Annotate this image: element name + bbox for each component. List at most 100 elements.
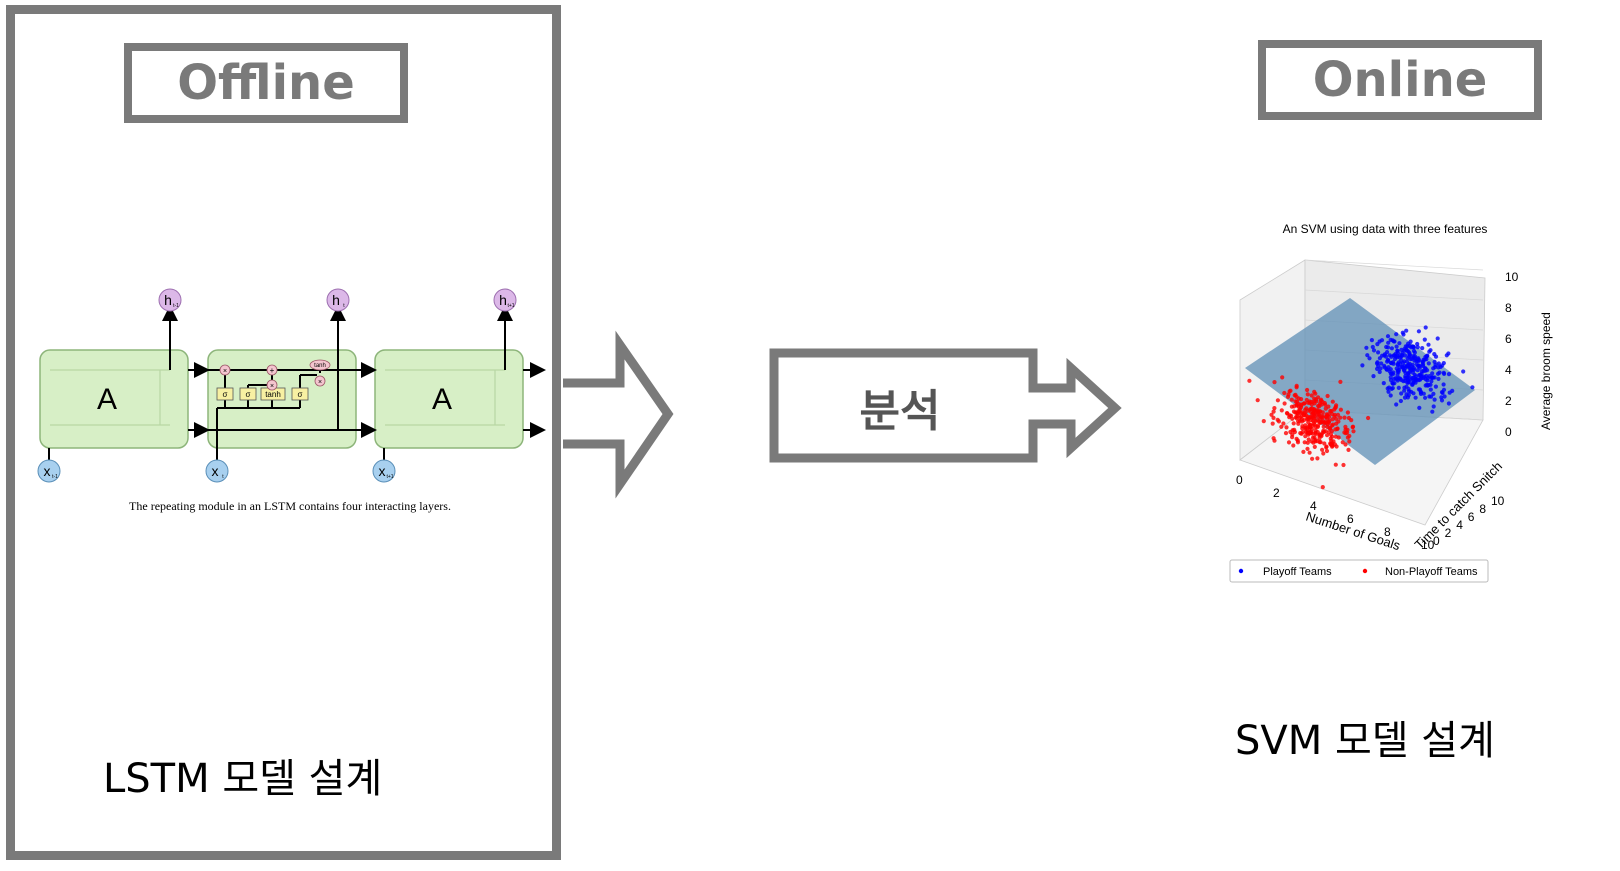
playoff-point xyxy=(1382,365,1387,370)
non-playoff-point xyxy=(1290,435,1295,440)
playoff-point xyxy=(1430,409,1435,414)
non-playoff-point xyxy=(1255,398,1260,403)
non-playoff-point xyxy=(1271,409,1276,414)
legend-box xyxy=(1229,559,1489,583)
playoff-point xyxy=(1400,360,1406,365)
non-playoff-point xyxy=(1291,443,1296,448)
playoff-point xyxy=(1383,354,1389,359)
playoff-point xyxy=(1417,372,1422,377)
non-playoff-point xyxy=(1342,415,1347,420)
non-playoff-point xyxy=(1313,439,1318,444)
gate-output-label: σ xyxy=(298,390,303,399)
non-playoff-point xyxy=(1282,390,1287,396)
non-playoff-point xyxy=(1343,442,1348,447)
playoff-point xyxy=(1439,398,1445,403)
playoff-point xyxy=(1431,391,1436,396)
lstm-diagram: A A xyxy=(37,288,546,513)
non-playoff-point xyxy=(1306,432,1311,437)
playoff-point xyxy=(1364,345,1369,350)
playoff-point xyxy=(1413,377,1418,382)
playoff-point xyxy=(1399,391,1404,396)
non-playoff-point xyxy=(1307,415,1312,420)
playoff-point xyxy=(1461,369,1466,374)
playoff-point xyxy=(1375,360,1380,365)
playoff-point xyxy=(1416,387,1421,392)
playoff-point xyxy=(1426,342,1431,347)
non-playoff-point xyxy=(1318,440,1323,445)
non-playoff-point xyxy=(1332,442,1337,447)
playoff-point xyxy=(1405,377,1410,382)
playoff-point xyxy=(1407,350,1412,355)
playoff-point xyxy=(1404,363,1409,369)
playoff-point xyxy=(1470,385,1475,390)
analysis-arrow-box xyxy=(769,348,1122,463)
non-playoff-point xyxy=(1320,410,1325,415)
non-playoff-point xyxy=(1323,429,1328,434)
non-playoff-point xyxy=(1293,399,1298,404)
playoff-point xyxy=(1404,328,1409,333)
non-playoff-point xyxy=(1315,409,1320,414)
non-playoff-point xyxy=(1350,425,1355,430)
playoff-point xyxy=(1376,350,1381,355)
non-playoff-point xyxy=(1315,456,1320,461)
playoff-point xyxy=(1398,398,1403,404)
online-header: Online xyxy=(1258,40,1542,120)
non-playoff-point xyxy=(1320,485,1325,490)
svg-text:x: x xyxy=(44,463,51,479)
playoff-point xyxy=(1378,366,1383,371)
playoff-point xyxy=(1439,390,1445,395)
y-tick-label: 2 xyxy=(1445,526,1452,540)
non-playoff-point xyxy=(1335,412,1341,417)
playoff-point xyxy=(1398,376,1403,381)
playoff-point xyxy=(1422,337,1427,342)
offline-header: Offline xyxy=(124,43,408,123)
non-playoff-point xyxy=(1311,411,1316,416)
non-playoff-point xyxy=(1301,449,1306,454)
gate-forget-label: σ xyxy=(223,390,228,399)
non-playoff-point xyxy=(1294,436,1299,441)
playoff-point xyxy=(1396,385,1401,390)
playoff-point xyxy=(1389,346,1394,351)
playoff-point xyxy=(1432,352,1437,357)
non-playoff-point xyxy=(1270,421,1275,426)
playoff-point xyxy=(1381,381,1386,386)
z-tick-label: 6 xyxy=(1505,332,1512,346)
offline-panel xyxy=(6,5,561,860)
non-playoff-point xyxy=(1366,415,1371,421)
playoff-point xyxy=(1404,384,1409,389)
non-playoff-point xyxy=(1312,396,1317,401)
svg-text:×: × xyxy=(270,383,274,390)
non-playoff-point xyxy=(1275,417,1280,422)
non-playoff-point xyxy=(1318,420,1323,425)
big-hollow-arrow xyxy=(563,330,674,499)
legend-nonplayoff-marker xyxy=(1362,568,1368,574)
output-node-t xyxy=(326,288,350,312)
non-playoff-point xyxy=(1345,410,1350,415)
y-tick-label: 10 xyxy=(1491,494,1505,508)
y-tick-label: 4 xyxy=(1456,518,1463,532)
playoff-point xyxy=(1365,353,1370,358)
output-node-t-1 xyxy=(158,288,182,312)
gate-output xyxy=(291,387,309,401)
playoff-point xyxy=(1384,344,1389,350)
playoff-point xyxy=(1410,382,1415,387)
playoff-point xyxy=(1371,348,1377,353)
playoff-point xyxy=(1436,376,1441,381)
svm-model-caption: SVM 모델 설계 xyxy=(1235,718,1495,764)
playoff-point xyxy=(1436,365,1441,370)
non-playoff-point xyxy=(1321,424,1326,429)
input-node-t-1 xyxy=(37,459,61,483)
playoff-point xyxy=(1395,348,1400,353)
playoff-point xyxy=(1379,361,1384,366)
non-playoff-point xyxy=(1320,447,1325,452)
svg-text:t: t xyxy=(343,303,345,309)
non-playoff-point xyxy=(1322,441,1327,446)
playoff-point xyxy=(1432,397,1437,402)
playoff-point xyxy=(1423,377,1428,382)
input-node-t xyxy=(205,459,229,483)
playoff-point xyxy=(1380,353,1385,358)
non-playoff-point xyxy=(1308,422,1313,428)
non-playoff-point xyxy=(1324,448,1330,454)
non-playoff-point xyxy=(1351,429,1356,434)
playoff-point xyxy=(1397,365,1402,370)
